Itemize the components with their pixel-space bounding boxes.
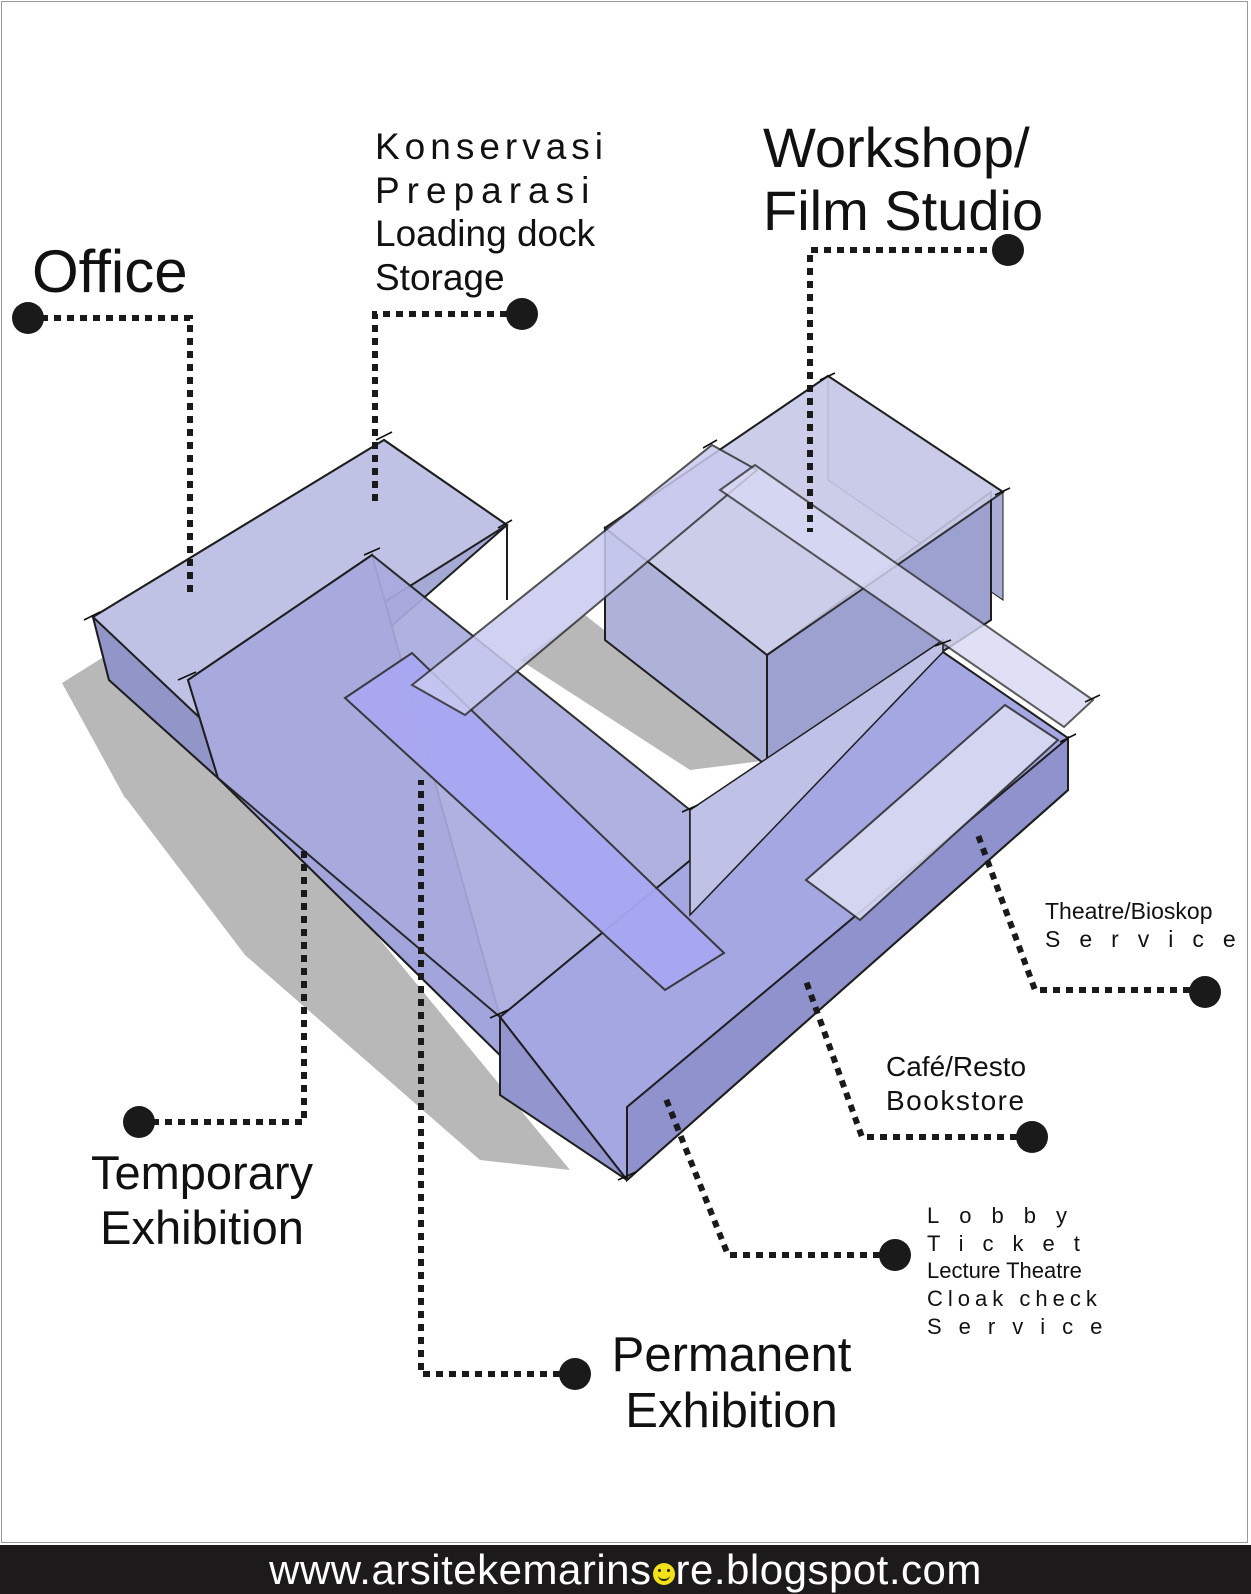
konservasi-dot (506, 298, 538, 330)
theatre-label-line: Theatre/Bioskop (1045, 898, 1213, 924)
workshop-dot (992, 234, 1024, 266)
cafe-label: Café/Resto Bookstore (886, 1050, 1026, 1117)
glass-corridors (343, 443, 1095, 992)
theatre-dot (1189, 976, 1221, 1008)
workshop-label-line: Workshop/ (763, 116, 1030, 179)
lobby-label-line: Lobby (927, 1203, 1087, 1228)
office-label-text: Office (32, 238, 188, 305)
lobby-service-label-line: Service (927, 1313, 1120, 1339)
permanent-label-line: Permanent (611, 1328, 852, 1382)
workshop-label: Workshop/ Film Studio (763, 116, 1044, 242)
permanent-exhibition-label-line: Exhibition (625, 1384, 838, 1439)
temporary-label-line: Temporary (90, 1146, 313, 1199)
konservasi-leader-line (372, 311, 520, 505)
temporary-leader-line (139, 846, 307, 1125)
workshop-leader-line (807, 247, 1000, 532)
museum-massing-diagram (12, 234, 1221, 1390)
cloak-check-label-line: Cloak check (927, 1286, 1102, 1312)
loading-dock-label-line: Loading dock (375, 213, 596, 255)
bookstore-label-line: Bookstore (886, 1084, 1026, 1116)
temporary-exhibition-label-line: Exhibition (100, 1200, 304, 1254)
office-dot (12, 302, 44, 334)
office-label: Office (32, 240, 188, 303)
ticket-label-line: Ticket (927, 1230, 1099, 1256)
cafe-leader-line (803, 979, 1030, 1140)
theatre-service-label-line: Service (1045, 925, 1251, 952)
leader-lines (28, 247, 1203, 1377)
blog-url-text-end: re.blogspot.com (675, 1545, 982, 1593)
blog-url-text-start: www.arsitekemarins (269, 1545, 652, 1593)
temporary-exhibition-label: Temporary Exhibition (86, 1146, 318, 1256)
leader-dots (12, 234, 1221, 1390)
office-leader-line (28, 315, 193, 593)
edge-ticks (83, 372, 1101, 1181)
konservasi-label-line: Konservasi (375, 126, 609, 167)
permanent-exhibition-label: Permanent Exhibition (608, 1327, 855, 1440)
temporary-dot (123, 1106, 155, 1138)
lobby-leader-line (663, 1097, 893, 1258)
lobby-label: Lobby Ticket Lecture Theatre Cloak check… (927, 1202, 1119, 1341)
permanent-leader-line (418, 780, 573, 1377)
smiley-face-icon (652, 1562, 675, 1585)
film-studio-label-line: Film Studio (763, 178, 1044, 242)
storage-label-line: Storage (375, 256, 505, 298)
exhibition-volume (186, 553, 1069, 1183)
lecture-theatre-label-line: Lecture Theatre (927, 1258, 1082, 1284)
theatre-label: Theatre/Bioskop Service (1045, 898, 1251, 953)
cafe-label-line: Café/Resto (886, 1051, 1027, 1082)
footer-bar: www.arsitekemarins re.blogspot.com (0, 1545, 1251, 1594)
konservasi-label: Konservasi Preparasi Loading dock Storag… (375, 125, 608, 300)
theatre-leader-line (975, 833, 1203, 993)
permanent-dot (559, 1358, 591, 1390)
preparasi-label-line: Preparasi (375, 169, 597, 211)
lobby-dot (879, 1239, 911, 1271)
blog-url[interactable]: www.arsitekemarins re.blogspot.com (269, 1546, 982, 1594)
cafe-dot (1016, 1121, 1048, 1153)
